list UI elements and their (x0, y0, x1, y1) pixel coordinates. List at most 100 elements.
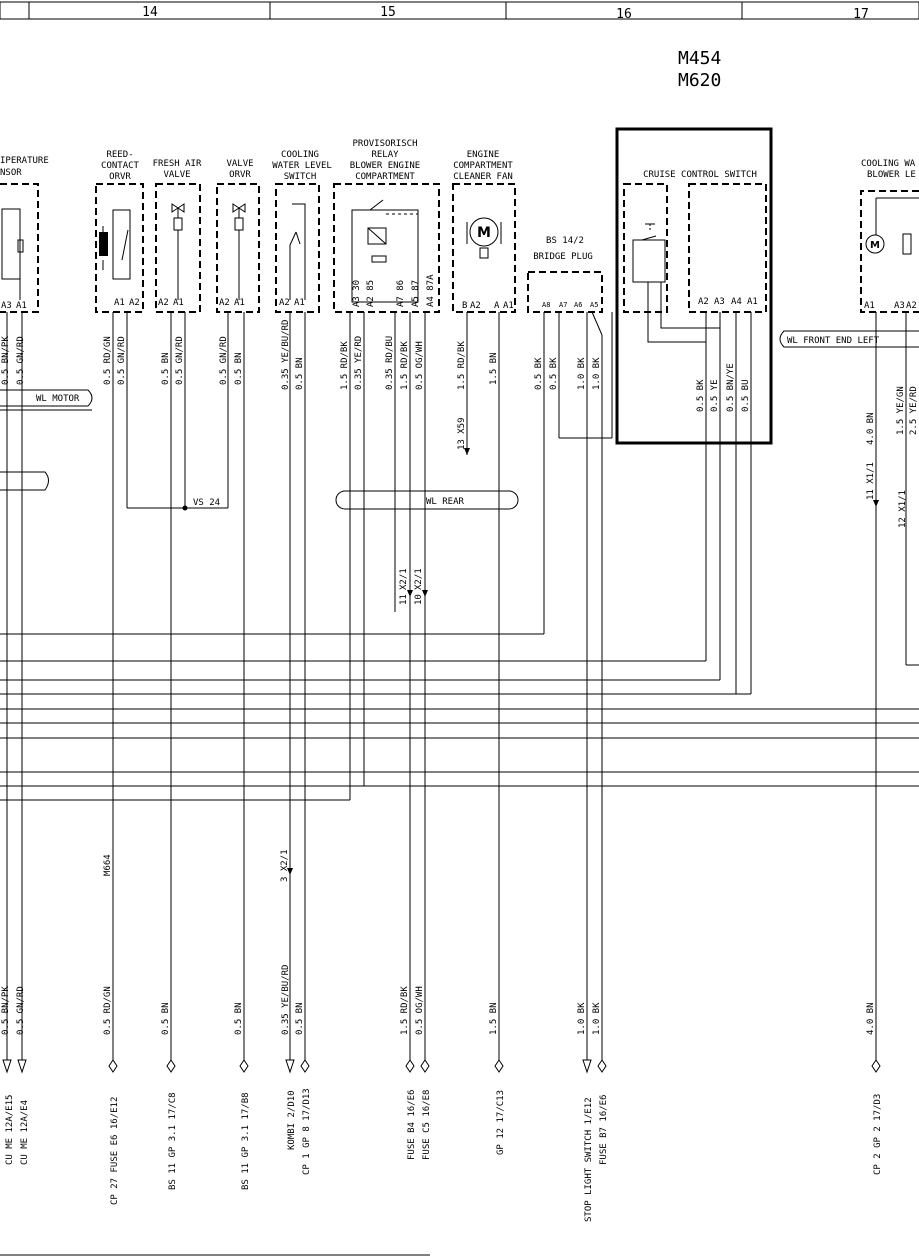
cleaner-fan-title-1: ENGINE (467, 150, 500, 160)
wire-label: 0.5 BN (161, 1002, 171, 1035)
cooling-blower-box (860, 190, 919, 313)
pin-a1: A1 (503, 301, 514, 311)
x1-11-label: 11 X1/1 (866, 462, 876, 500)
wire-label: 0.5 GN/RD (219, 336, 229, 385)
bridge-plug-title-1: BS 14/2 (546, 236, 584, 246)
terminal-icon (405, 1059, 415, 1073)
terminal-icon (871, 1059, 881, 1073)
fresh-air-valve-box (155, 183, 201, 313)
component-titles: IPERATURE NSOR REED- CONTACT ORVR FRESH … (0, 139, 916, 262)
cooling-level-switch-title-2: WATER LEVEL (272, 161, 332, 171)
terminal-icon (108, 1059, 118, 1073)
wire-label: 0.35 YE/BU/RD (281, 320, 291, 390)
terminal-icon (285, 1059, 295, 1074)
x2-pin-10: 10 (414, 594, 424, 605)
destination-label: FUSE B7 16/E6 (599, 1095, 609, 1165)
wire-label: 1.5 RD/BK (400, 341, 410, 390)
column-number-16: 16 (616, 7, 632, 22)
relay-pin-86: A7 86 (396, 280, 406, 307)
wires (0, 282, 919, 1060)
x1-12-label: 12 X1/1 (898, 490, 908, 528)
wire-label: 0.5 GN/RD (16, 336, 26, 385)
pin-a2: A2 (279, 298, 290, 308)
destination-label: CU ME 12A/E4 (20, 1100, 30, 1165)
pin-a2: A2 (158, 298, 169, 308)
wire-label: 0.5 BN/PK (1, 986, 11, 1035)
valve-icon (171, 203, 185, 213)
pin-a3: A3 (714, 297, 725, 307)
reed-contact-title-2: CONTACT (101, 161, 140, 171)
plug-arrow-icon (873, 500, 879, 507)
wl-motor-loom (0, 389, 93, 407)
wire-label: 0.5 BK (549, 357, 559, 390)
wire-label: 1.5 RD/BK (457, 341, 467, 390)
reed-contact-title-1: REED- (106, 150, 133, 160)
x2-label-a: X2/1 (399, 568, 409, 590)
plug-arrow-icon (287, 868, 293, 875)
pin-a5: A5 (590, 301, 598, 309)
wire-label: 0.5 GN/RD (117, 336, 127, 385)
component-boxes: CRUISE CONTROL SWITCH (0, 127, 919, 445)
x2-label-b: X2/1 (414, 568, 424, 590)
relay-pin-85: A2 85 (366, 280, 376, 307)
x2-3-label: 3 X2/1 (280, 849, 290, 882)
relay-title-4: COMPARTMENT (355, 172, 415, 182)
wl-front-label: WL FRONT END LEFT (787, 336, 880, 346)
valve-orvr-title-1: VALVE (226, 159, 253, 169)
x59-label: 13 X59 (457, 417, 467, 450)
vs24-label: VS 24 (193, 498, 220, 508)
relay-box (333, 183, 440, 313)
terminal-icon (300, 1059, 310, 1073)
wire-label: 1.0 BK (592, 357, 602, 390)
pin-a1: A1 (16, 301, 27, 311)
destination-label: GP 12 17/C13 (496, 1090, 506, 1155)
wire-label: 1.0 BK (592, 1002, 602, 1035)
cleaner-fan-box (452, 183, 516, 313)
destination-label: KOMBI 2/D10 (287, 1090, 297, 1150)
wire-label: 1.5 BN (489, 1002, 499, 1035)
valve-orvr-title-2: ORVR (229, 170, 251, 180)
destination-label: CU ME 12A/E15 (5, 1095, 15, 1165)
pin-a8: A8 (542, 301, 550, 309)
wire-label: 0.5 BN (161, 352, 171, 385)
destination-label: FUSE B4 16/E6 (407, 1090, 417, 1160)
wire-label: 0.5 BN (295, 1002, 305, 1035)
relay-title-3: BLOWER ENGINE (350, 161, 420, 171)
terminal-icon (239, 1059, 249, 1073)
plug-arrow-icon (464, 448, 470, 455)
wire-label: 1.5 YE/GN (896, 386, 906, 435)
wire-label: 0.5 BN (234, 1002, 244, 1035)
reed-magnet-icon (99, 232, 108, 256)
wire-label: 0.5 BN (295, 357, 305, 390)
terminal-icon (597, 1059, 607, 1073)
cleaner-fan-mark-b: B (462, 301, 467, 311)
cleaner-fan-title-2: COMPARTMENT (453, 161, 513, 171)
wire-label: 4.0 BN (866, 1002, 876, 1035)
pin-a1: A1 (747, 297, 758, 307)
pin-a1: A1 (234, 298, 245, 308)
destination-label: STOP LIGHT SWITCH 1/E12 (584, 1097, 594, 1222)
column-number-17: 17 (853, 7, 869, 22)
pin-a2: A2 (906, 301, 917, 311)
wire-label: 0.5 OG/WH (415, 986, 425, 1035)
plug-arrow-icon (407, 590, 413, 597)
wl-front-loom (779, 330, 919, 348)
bridge-plug-title-2: BRIDGE PLUG (533, 252, 593, 262)
relay-coil-icon (367, 227, 387, 245)
wire-label: 0.5 YE (710, 379, 720, 412)
wire-label: 0.5 RD/GN (103, 986, 113, 1035)
destination-label: CP 27 FUSE E6 16/E12 (110, 1097, 120, 1205)
fresh-air-valve-title-1: FRESH AIR (153, 159, 202, 169)
wire-label: 0.35 YE/BU/RD (281, 965, 291, 1035)
terminal-icon (166, 1059, 176, 1073)
wire-label: 1.5 BN (489, 352, 499, 385)
motor-icon (469, 217, 499, 247)
component-symbols: M M (1, 197, 919, 303)
relay-title-2: RELAY (371, 150, 399, 160)
cooling-blower-title-2: BLOWER LE (867, 170, 916, 180)
terminal-icon (420, 1059, 430, 1073)
model-code-m454: M454 (678, 48, 721, 69)
temp-sensor-title-2: NSOR (0, 168, 22, 178)
wire-label: 0.5 GN/RD (175, 336, 185, 385)
pin-a1: A1 (114, 298, 125, 308)
